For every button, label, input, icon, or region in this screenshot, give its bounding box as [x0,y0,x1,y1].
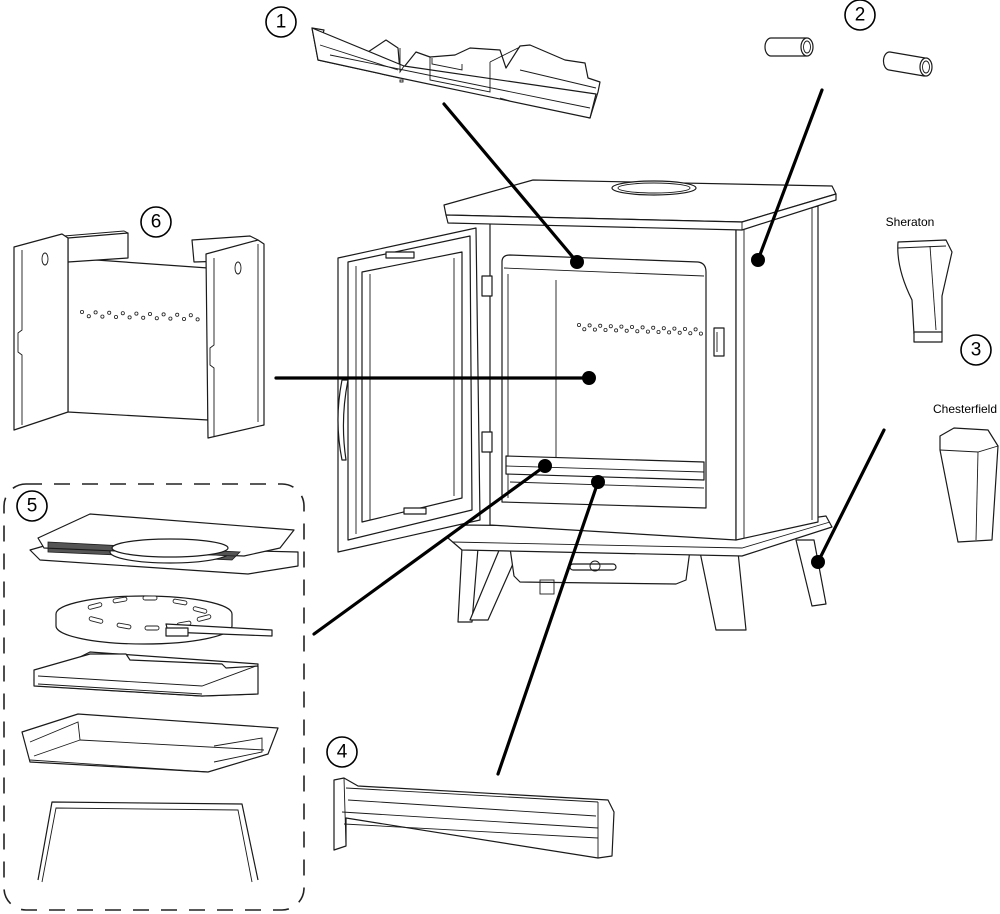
air-hole [635,329,640,334]
grate-slot [192,606,208,614]
callout-number: 5 [27,496,38,517]
spigot-plug [882,51,933,77]
leader-lines [274,88,886,776]
air-hole [624,328,629,333]
callout-1: 1 [265,6,297,38]
air-hole [120,311,125,316]
air-hole [161,312,166,317]
air-hole [645,329,650,334]
grate-slot [196,614,212,622]
firebox-liners [13,230,265,439]
air-hole [80,309,85,314]
air-hole [86,314,91,319]
air-hole [693,327,698,332]
air-hole [582,327,587,332]
air-hole [127,315,132,320]
air-hole [592,327,597,332]
chesterfield-label: Chesterfield [933,402,997,416]
air-hole [698,331,703,336]
grate-slot [88,616,104,624]
air-hole [577,322,582,327]
air-hole [587,323,592,328]
air-hole [93,310,98,315]
air-hole [614,328,619,333]
grate-ashpan-group [3,483,305,911]
callout-6: 6 [140,206,172,238]
callout-4: 4 [326,736,358,768]
callout-5: 5 [16,490,48,522]
air-hole [134,311,139,316]
baffle-plate [311,27,601,119]
air-hole [640,325,645,330]
grate-slot [172,598,188,606]
air-hole [677,330,682,335]
air-hole [672,326,677,331]
air-hole [608,324,613,329]
air-hole [181,316,186,321]
log-guard [333,777,615,859]
sheraton-label: Sheraton [886,215,935,229]
grate-slot [87,602,103,610]
leg-variant-chesterfield: Chesterfield [933,402,999,543]
air-holes [577,322,703,336]
grate-slot [144,625,160,631]
grate-slot [142,595,158,601]
callout-number: 6 [151,212,162,233]
air-hole [661,326,666,331]
grate-slot [112,596,128,604]
air-hole [154,316,159,321]
air-hole [175,312,180,317]
air-hole [188,313,193,318]
air-hole [195,317,200,322]
flue-spigot-plugs [764,37,933,77]
air-holes [80,309,200,322]
leg-variant-sheraton: Sheraton [886,215,953,343]
air-hole [688,331,693,336]
ashpan [33,651,259,697]
air-hole [147,311,152,316]
air-hole [667,330,672,335]
callout-2: 2 [844,0,876,31]
air-hole [630,324,635,329]
air-hole [603,327,608,332]
air-hole [651,325,656,330]
spigot-plug [764,37,814,57]
air-hole [168,316,173,321]
stove-body [443,179,837,631]
callout-3: 3 [960,334,992,366]
air-hole [141,315,146,320]
callout-number: 2 [855,5,866,26]
stove-door-open [337,227,481,553]
callout-number: 3 [971,340,982,361]
callout-number: 1 [276,12,287,33]
air-hole [100,314,105,319]
air-hole [683,326,688,331]
air-hole [619,324,624,329]
grate-plate [29,513,299,575]
support-frame [37,801,259,883]
air-hole [656,329,661,334]
ashpan-tray [21,713,279,773]
grate-slot [116,622,132,630]
air-hole [598,323,603,328]
air-hole [107,310,112,315]
callout-number: 4 [337,742,348,763]
air-hole [114,314,119,319]
riddling-grate [55,595,273,645]
